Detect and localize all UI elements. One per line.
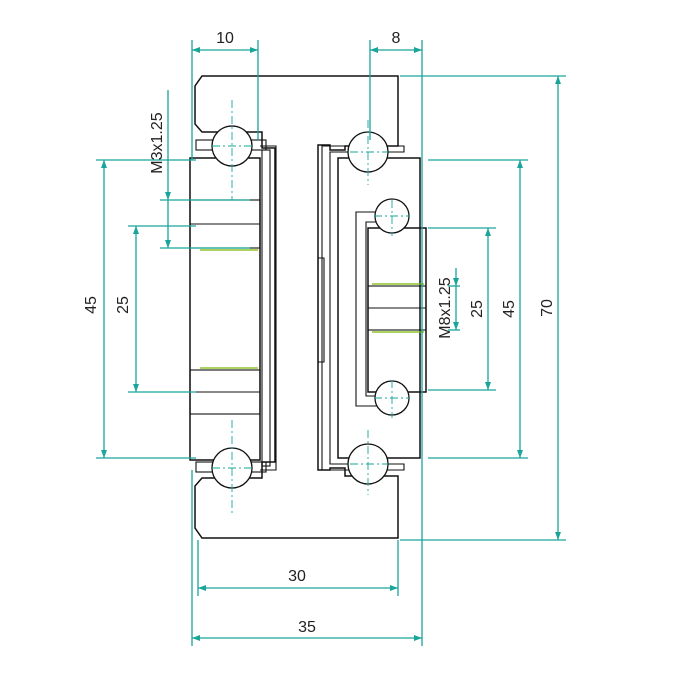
dim-top-right: 8	[392, 30, 401, 47]
dim-right-outer: 45	[501, 300, 518, 318]
dim-bottom-inner: 30	[288, 568, 306, 585]
outer-rail-body	[194, 75, 422, 539]
bearing-balls	[211, 125, 410, 489]
dim-left-thread: M3x1.25	[149, 112, 166, 173]
left-inner-member	[189, 139, 277, 473]
dimension-lines	[96, 40, 566, 646]
dim-bottom-outer: 35	[298, 619, 316, 636]
center-lines	[212, 100, 410, 515]
dim-top-left: 10	[216, 30, 234, 47]
dim-right-total: 70	[539, 299, 556, 317]
dimension-labels: 10 8 45 25 M3x1.25 M8x1.25 25 45 70 30 3…	[83, 30, 556, 636]
dim-right-thread: M8x1.25	[437, 277, 454, 338]
dim-left-inner: 25	[115, 296, 132, 314]
dim-left-outer: 45	[83, 296, 100, 314]
dim-right-inner: 25	[469, 300, 486, 318]
